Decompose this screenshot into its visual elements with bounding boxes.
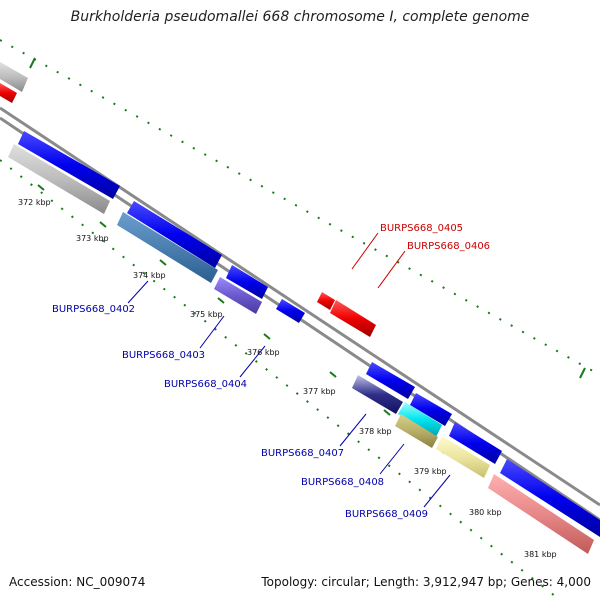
gene-block[interactable] [317,292,335,310]
tick-label: 373 kbp [76,234,109,243]
outer-major-tick [29,57,36,69]
gene-block[interactable] [410,393,452,426]
tick-label: 375 kbp [190,310,223,319]
label-leaders [127,232,451,508]
inner-dotted-track [0,159,561,600]
tick-label: 376 kbp [247,348,280,357]
backbone-outer-strand [0,106,600,507]
gene-block[interactable] [488,474,594,554]
gene-label-burps668-0404[interactable]: BURPS668_0404 [164,379,247,390]
tick-label: 374 kbp [133,271,166,280]
gene-block[interactable] [226,265,268,299]
tick-label: 377 kbp [303,387,336,396]
gene-block[interactable] [436,436,490,478]
gene-block[interactable] [366,362,415,399]
gene-block[interactable] [500,459,600,537]
gene-label-burps668-0406[interactable]: BURPS668_0406 [407,241,490,252]
tick-label: 381 kbp [524,550,557,559]
tick-marks [37,184,555,526]
gene-block[interactable] [8,144,110,214]
gene-block[interactable] [18,131,120,199]
tick-label: 380 kbp [469,508,502,517]
gene-block[interactable] [0,83,17,103]
tick-label: 378 kbp [359,427,392,436]
gene-label-burps668-0409[interactable]: BURPS668_0409 [345,509,428,520]
genome-stats-label: Topology: circular; Length: 3,912,947 bp… [261,575,591,589]
gene-label-burps668-0408[interactable]: BURPS668_0408 [301,477,384,488]
tick-label: 379 kbp [414,467,447,476]
outer-major-tick [579,367,586,379]
gene-block[interactable] [449,422,502,464]
gene-label-burps668-0403[interactable]: BURPS668_0403 [122,350,205,361]
gene-block[interactable] [214,277,262,314]
accession-label: Accession: NC_009074 [9,575,146,589]
gene-block[interactable] [117,212,218,283]
gene-block[interactable] [330,300,376,337]
gene-block[interactable] [0,62,28,92]
outer-dotted-track [0,39,600,376]
gene-block[interactable] [395,414,438,448]
gene-block[interactable] [352,375,403,414]
map-title: Burkholderia pseudomallei 668 chromosome… [70,9,530,25]
gene-label-burps668-0402[interactable]: BURPS668_0402 [52,304,135,315]
tick-label: 372 kbp [18,198,51,207]
gene-label-burps668-0405[interactable]: BURPS668_0405 [380,223,463,234]
gene-label-burps668-0407[interactable]: BURPS668_0407 [261,448,344,459]
gene-block[interactable] [398,402,442,437]
gene-block[interactable] [127,201,222,268]
gene-block[interactable] [276,299,305,323]
